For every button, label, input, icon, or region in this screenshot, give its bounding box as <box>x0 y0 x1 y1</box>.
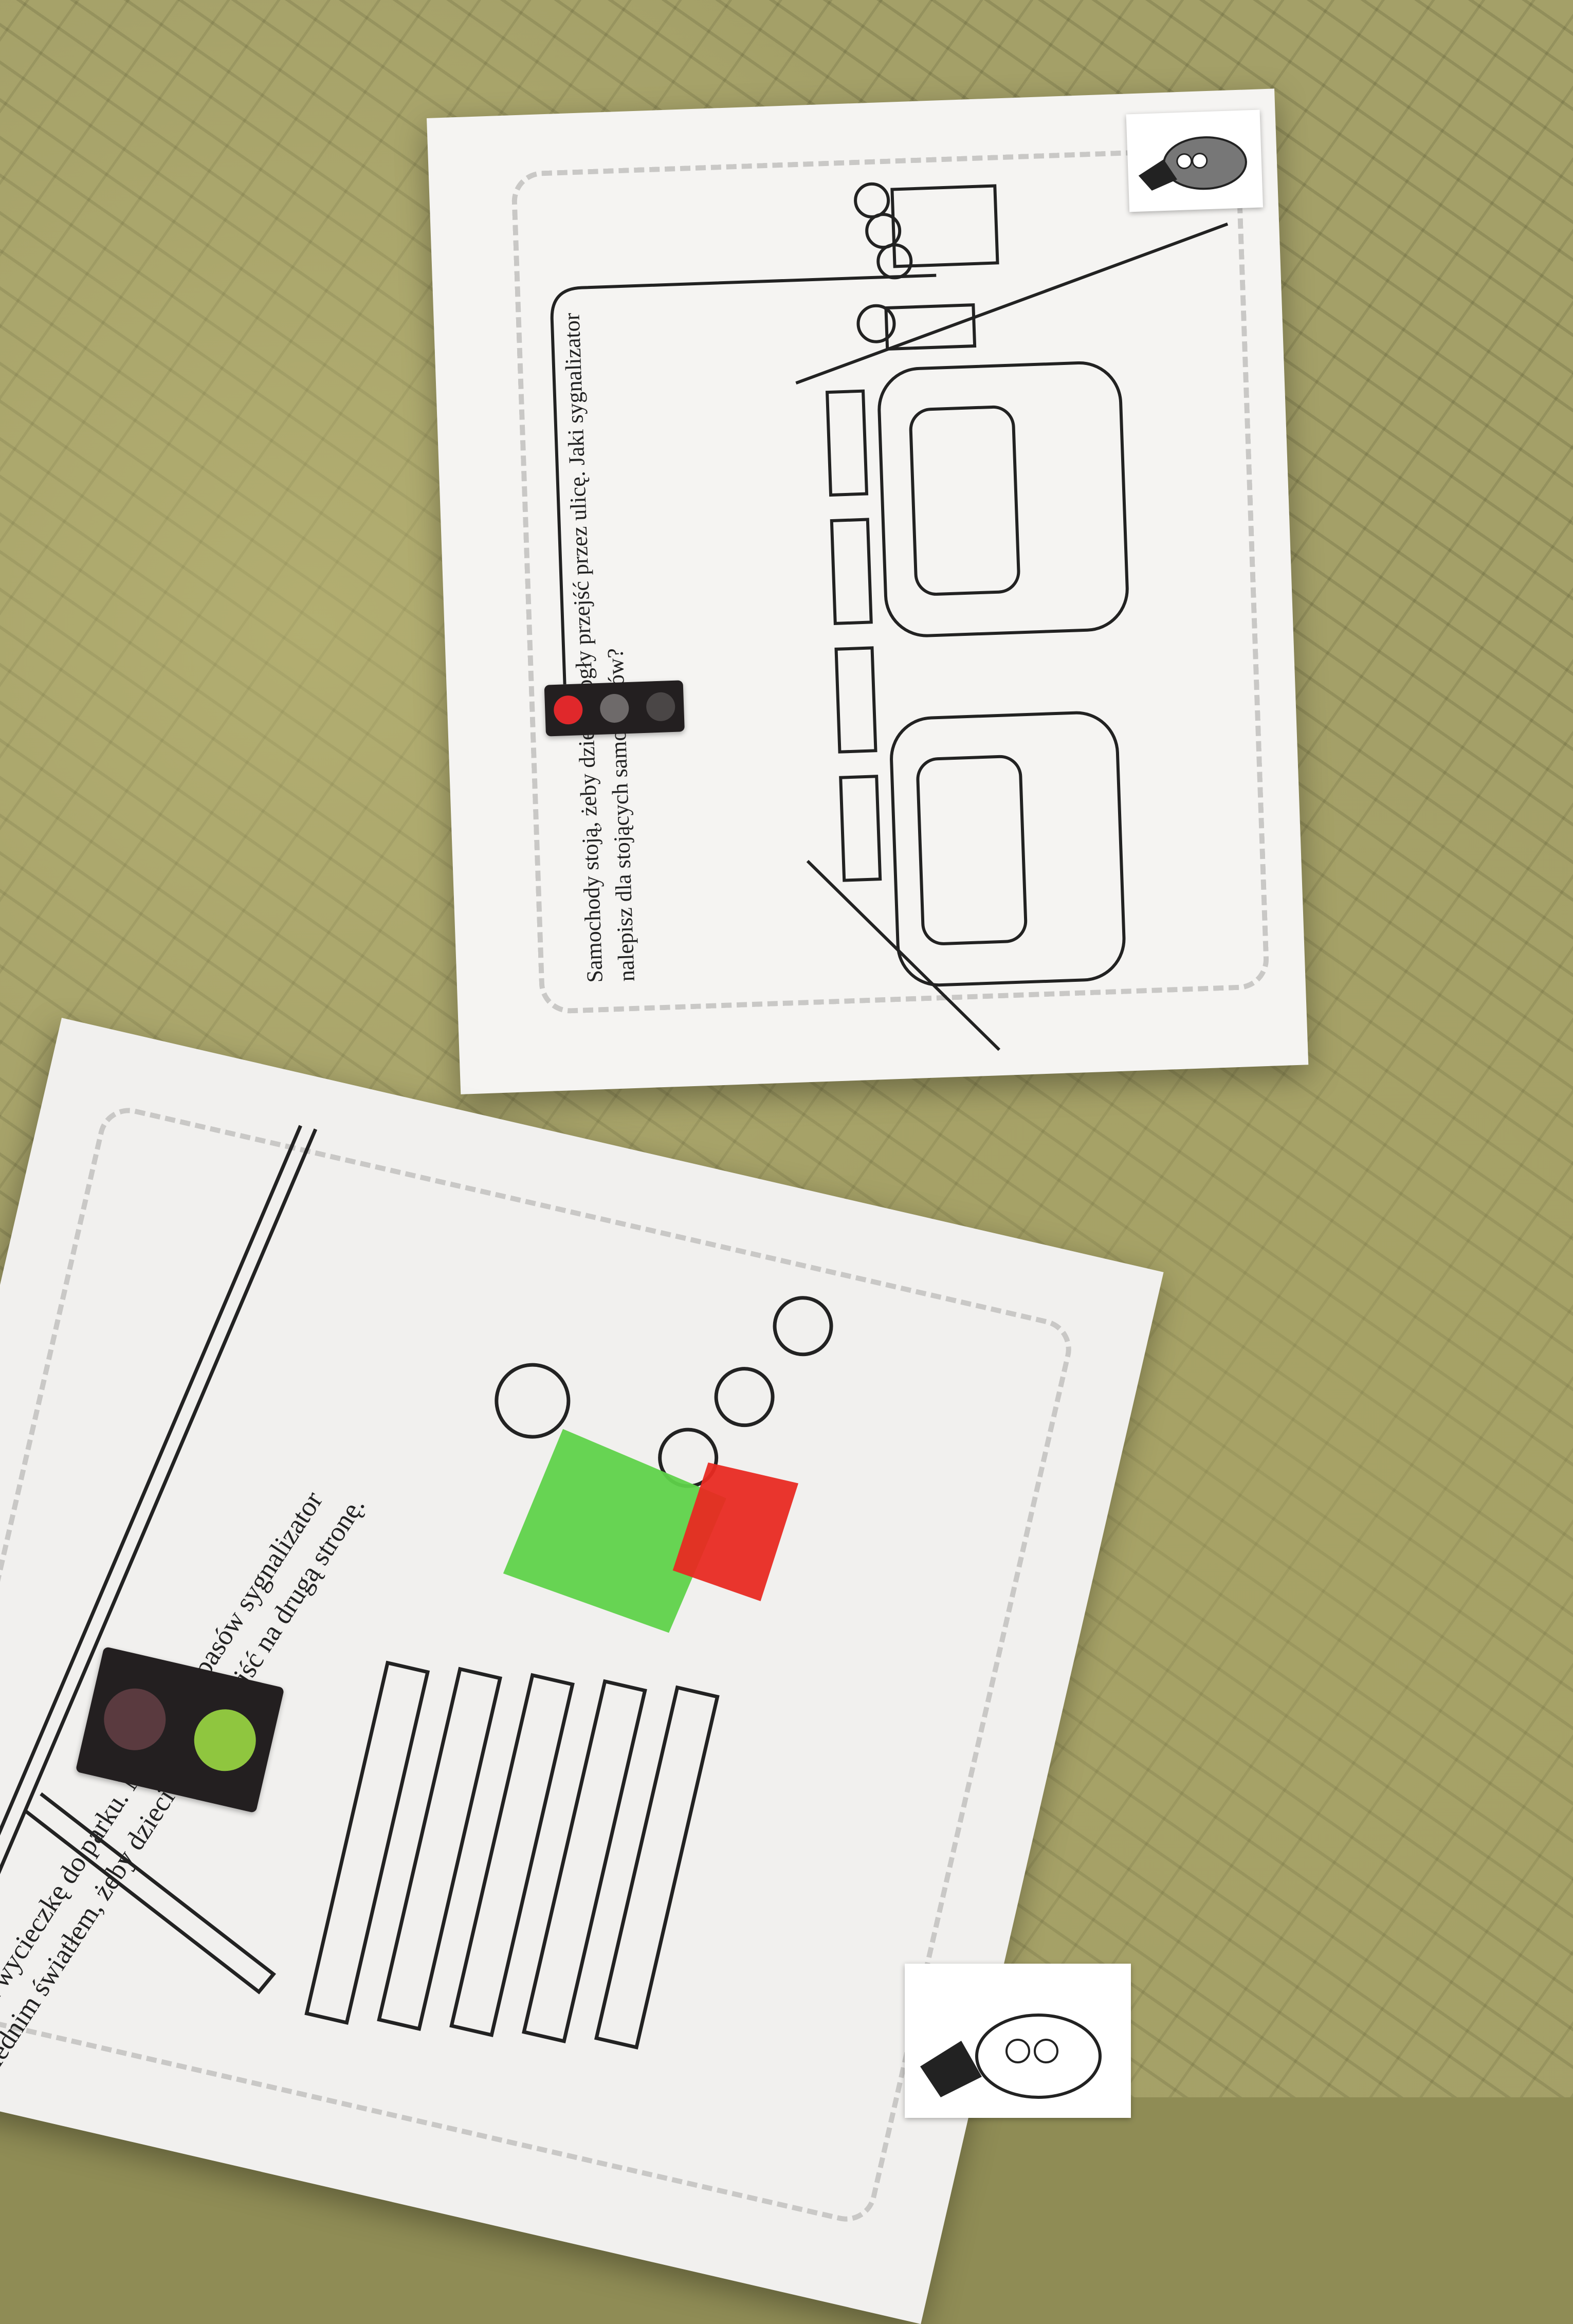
owl-sticker-bottom <box>905 1964 1131 2118</box>
traffic-light-pole <box>25 1792 277 1994</box>
green-colored-coat <box>503 1429 726 1633</box>
car-2 <box>890 711 1126 987</box>
owl-sticker <box>1126 109 1264 212</box>
right-page: Samochody stoją, żeby dzieci mogły przej… <box>427 88 1309 1094</box>
owl-with-graduation-cap-icon <box>920 2014 1102 2099</box>
green-lamp <box>188 1703 262 1778</box>
owl-with-graduation-cap-icon <box>1138 136 1247 191</box>
traffic-light-pole <box>550 273 937 685</box>
teacher-head <box>495 1363 571 1439</box>
red-lamp-off <box>98 1682 172 1756</box>
car-1 <box>877 361 1129 637</box>
crosswalk-scene-illustration <box>0 1125 833 2050</box>
left-page: ki idą na wycieczkę do parku. Nalep obok… <box>0 1018 1164 2324</box>
red-colored-coat <box>672 1462 799 1601</box>
street-scene-illustration <box>550 182 1229 1051</box>
